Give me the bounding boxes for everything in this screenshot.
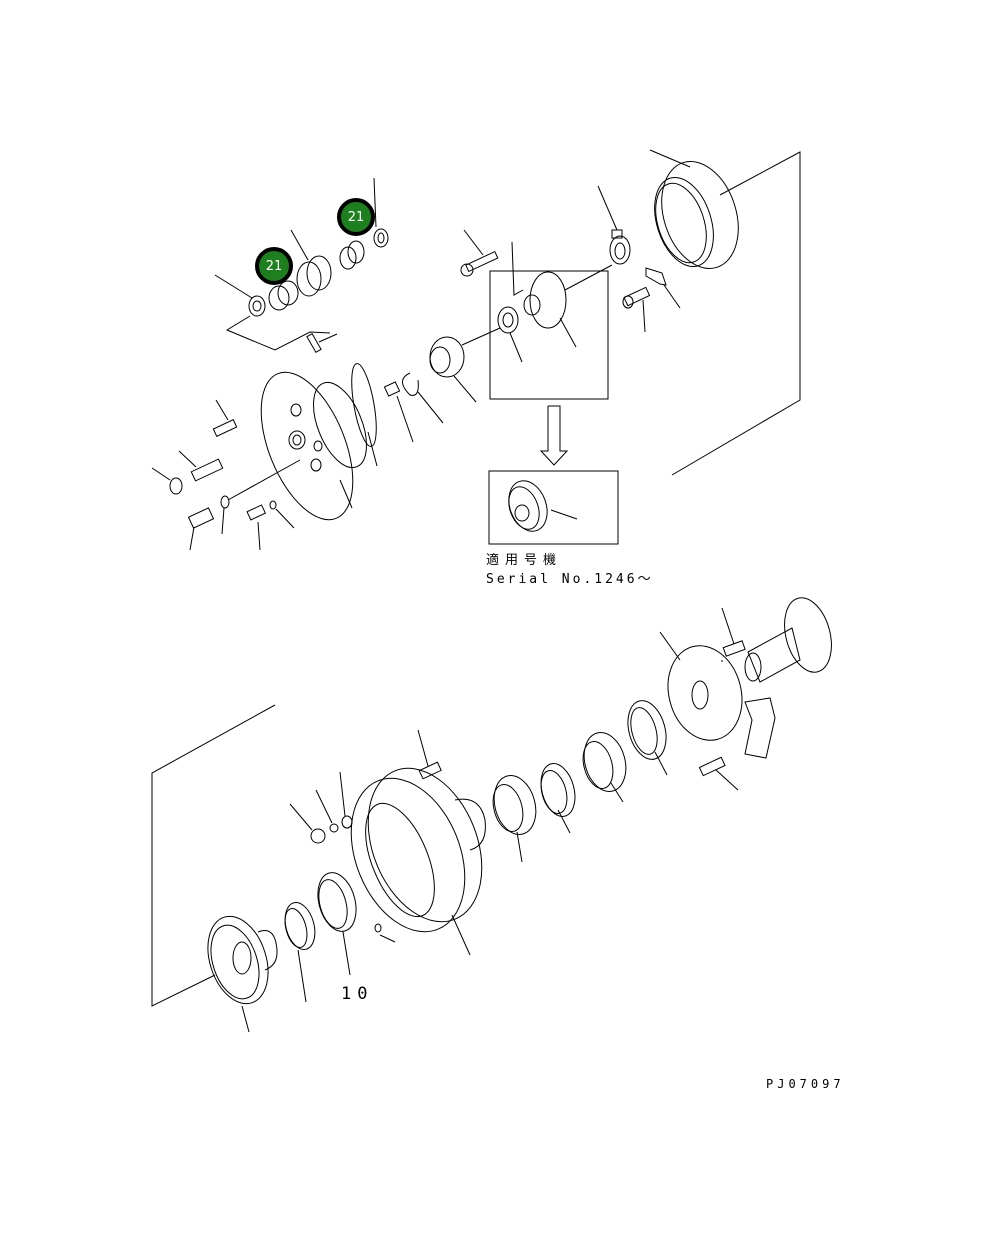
pin — [306, 333, 338, 353]
planet-gears — [214, 177, 389, 351]
carrier-box — [489, 241, 613, 400]
hub-housing — [350, 729, 486, 956]
tab-washer — [597, 185, 631, 265]
lower-frame-lines — [151, 704, 276, 1007]
reference-number-10: 10 — [341, 984, 374, 1004]
bearing-row — [492, 700, 668, 863]
variant-box — [488, 470, 619, 545]
cone-bearings — [284, 872, 357, 1003]
carrier-housing — [260, 363, 378, 521]
bolt-right — [622, 286, 651, 333]
drive-gear — [207, 915, 278, 1033]
bracket — [698, 697, 776, 791]
flange-plate — [659, 631, 743, 741]
upper-frame-lines — [671, 151, 801, 476]
down-arrow — [539, 405, 569, 466]
ring-gear — [649, 149, 739, 269]
bolt-top — [460, 229, 499, 277]
applicability-serial: Serial No.1246～ — [486, 572, 654, 587]
part-callout-21-b[interactable]: 21 — [337, 198, 375, 236]
middle-parts — [383, 327, 501, 443]
lock-plate — [645, 267, 681, 309]
output-flange — [721, 597, 832, 683]
nuts — [289, 771, 353, 844]
small-parts-left — [151, 399, 301, 551]
drawing-number: PJ07097 — [766, 1077, 845, 1091]
part-callout-21-a[interactable]: 21 — [255, 247, 293, 285]
applicability-label-jp: 適用号機 — [486, 553, 563, 568]
